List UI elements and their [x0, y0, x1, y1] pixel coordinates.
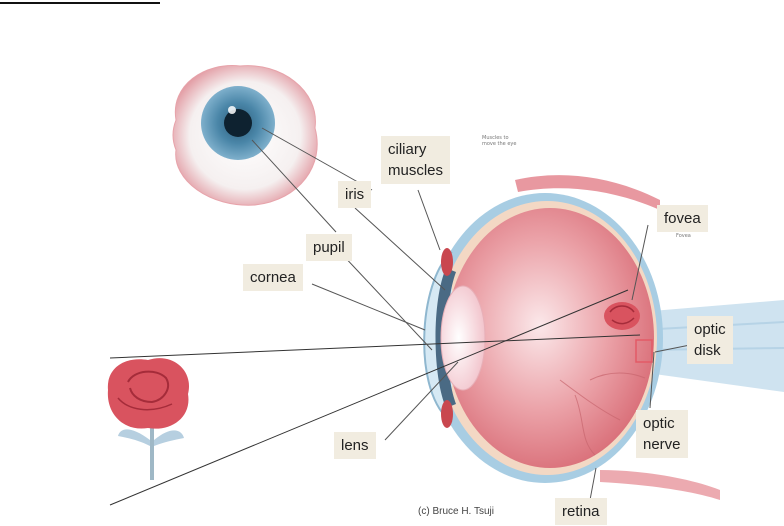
- eye-muscle-bottom: [600, 470, 720, 500]
- label-iris: iris: [338, 181, 371, 208]
- label-optic-nerve-line-2: nerve: [643, 434, 681, 455]
- label-lens: lens: [334, 432, 376, 459]
- label-cornea: cornea: [243, 264, 303, 291]
- front-eyeball: [173, 66, 317, 206]
- label-ciliary-muscles: ciliary muscles: [381, 136, 450, 184]
- label-ciliary-muscles-line-1: ciliary: [388, 139, 443, 160]
- label-optic-nerve: optic nerve: [636, 410, 688, 458]
- front-pupil: [224, 109, 252, 137]
- lens-shape: [441, 286, 485, 390]
- label-fovea: fovea: [657, 205, 708, 232]
- label-optic-disk-line-2: disk: [694, 340, 726, 361]
- retinal-image-rose: [604, 302, 640, 330]
- image-credit: (c) Bruce H. Tsuji: [418, 506, 494, 517]
- label-optic-disk-line-1: optic: [694, 319, 726, 340]
- small-label-fovea: Fovea: [676, 233, 691, 239]
- label-optic-nerve-line-1: optic: [643, 413, 681, 434]
- label-ciliary-muscles-line-2: muscles: [388, 160, 443, 181]
- label-pupil: pupil: [306, 234, 352, 261]
- eyeball-cross-section: [424, 193, 663, 483]
- small-label-muscles-line-2: move the eye: [482, 141, 516, 147]
- small-label-muscles-to-move: Muscles to move the eye: [482, 135, 516, 147]
- label-optic-disk: optic disk: [687, 316, 733, 364]
- rose-object: [108, 358, 189, 480]
- label-retina: retina: [555, 498, 607, 525]
